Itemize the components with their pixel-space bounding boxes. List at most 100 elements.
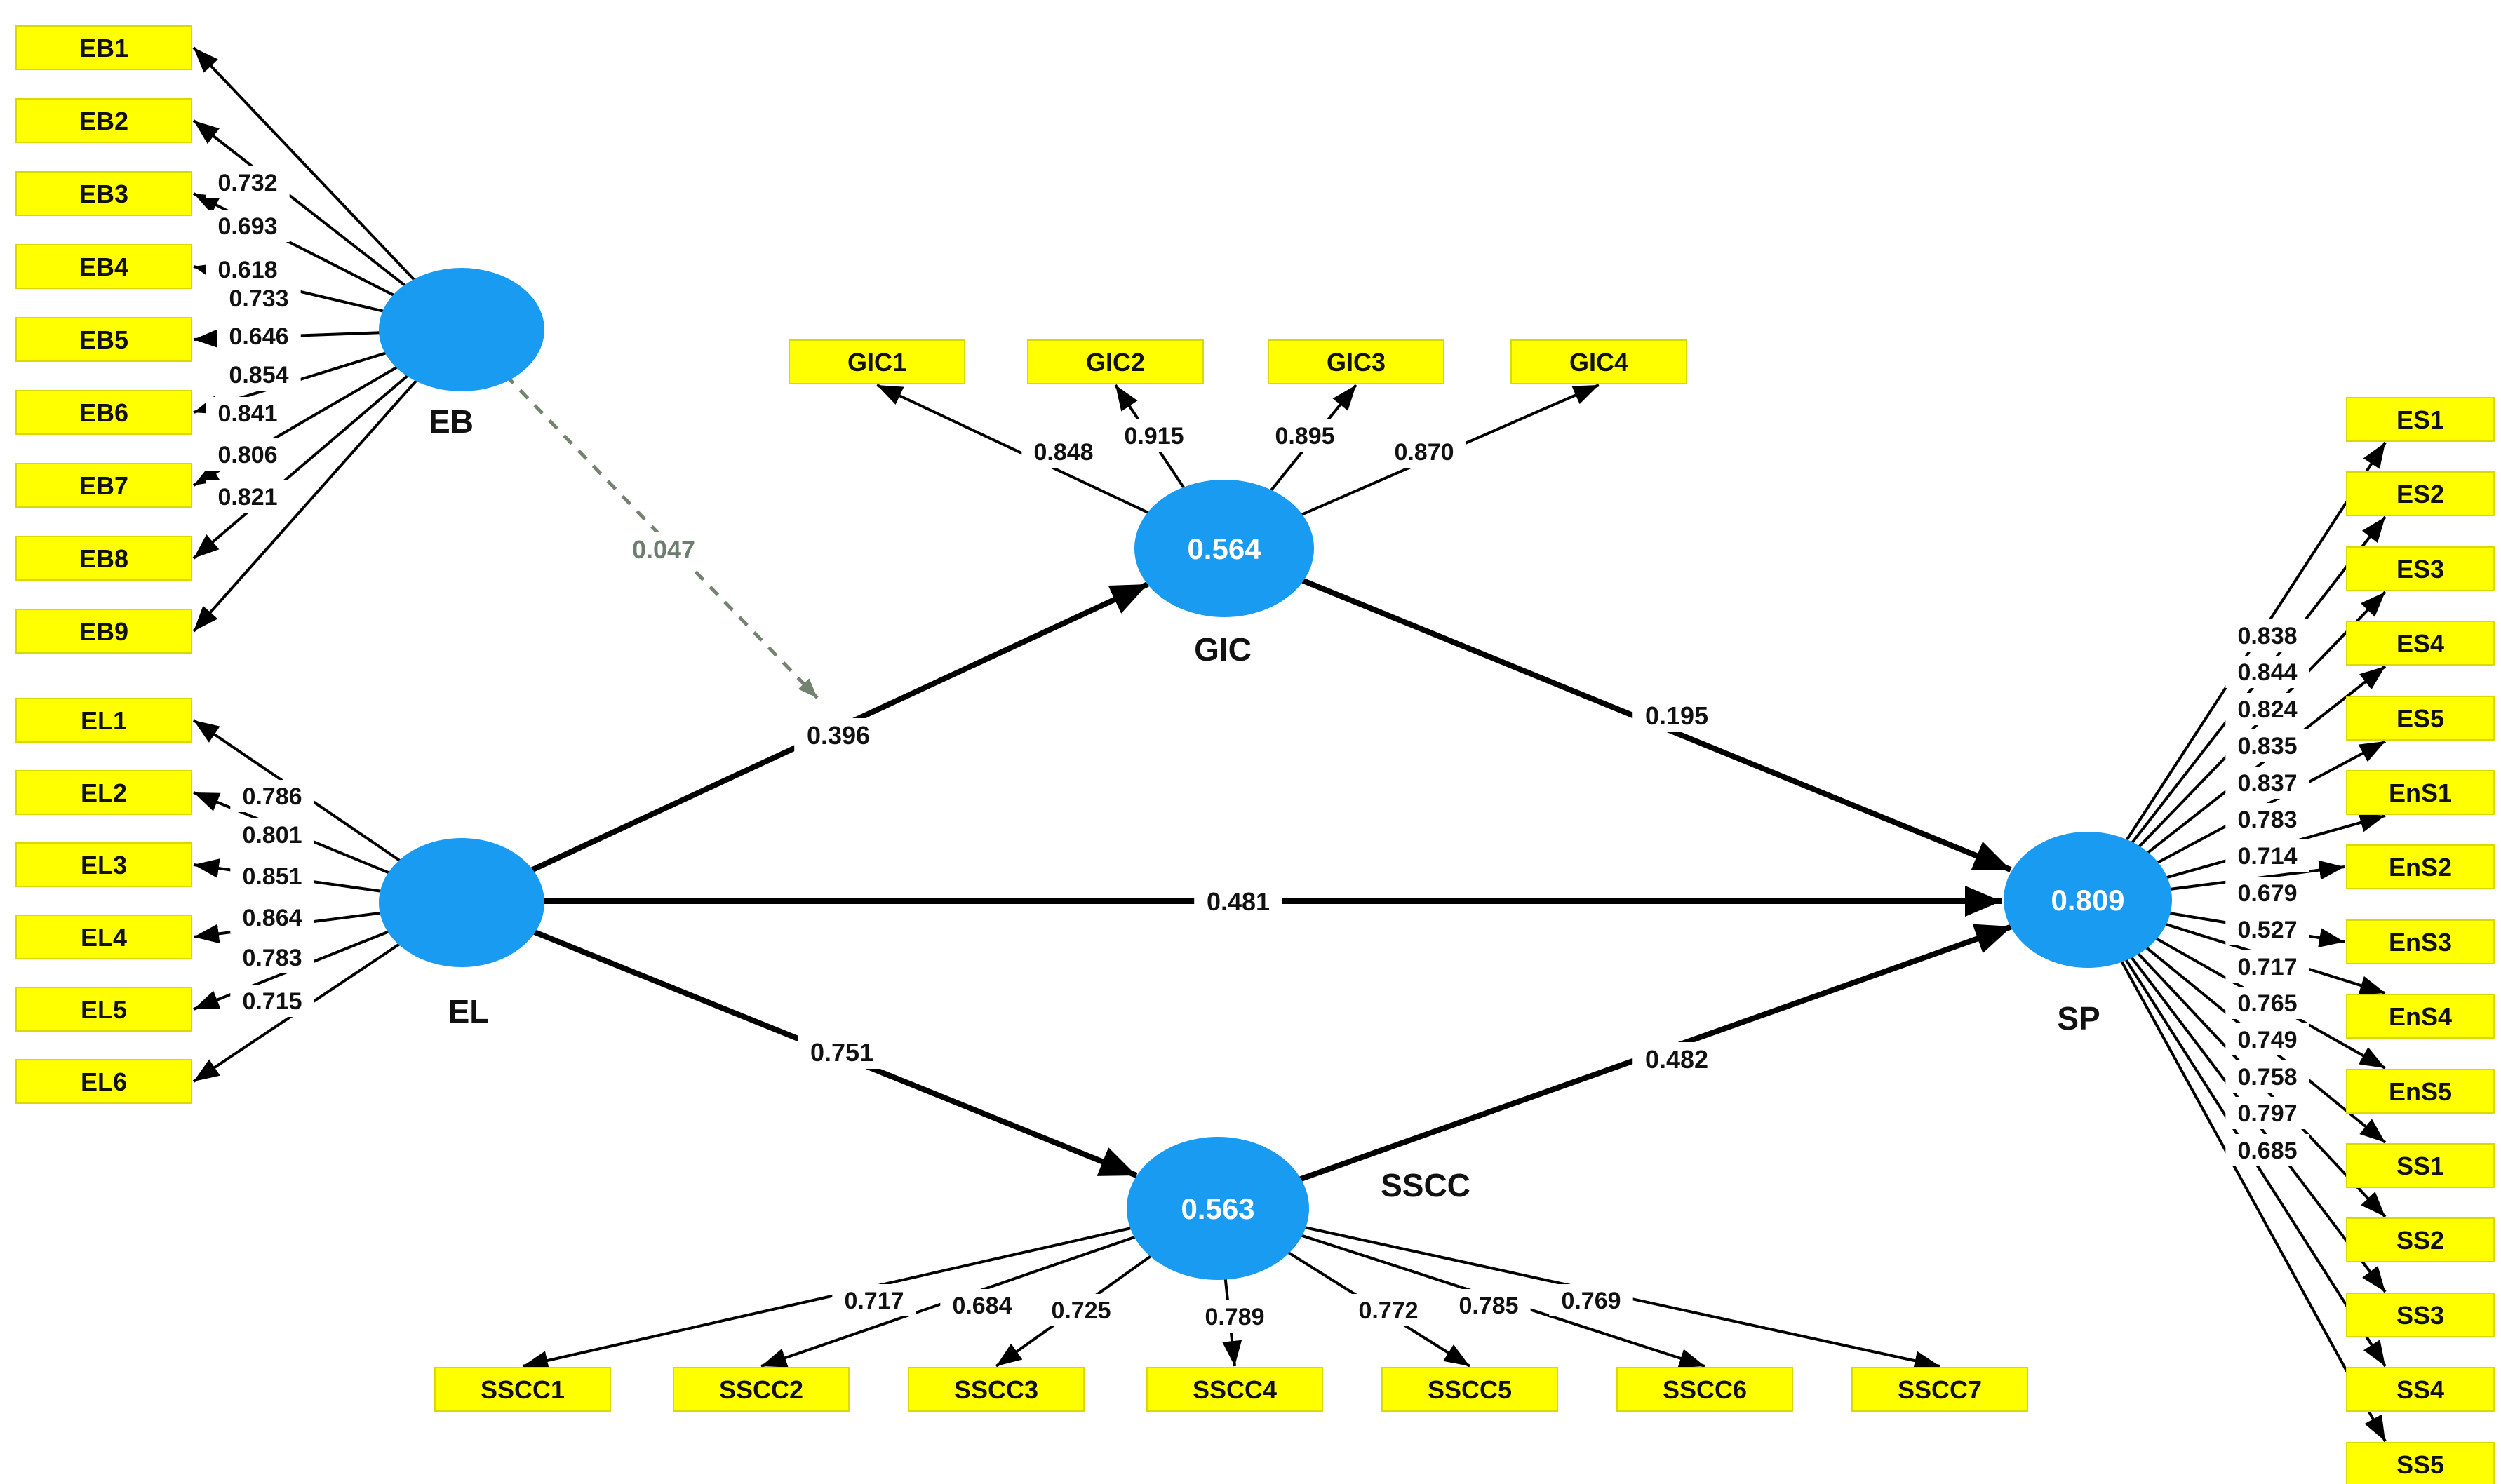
path-coefficient-EL-SSCC: 0.751 [798,1035,886,1069]
loading-value-ES4: 0.835 [2225,729,2309,762]
indicator-label-EB9: EB9 [79,617,128,646]
svg-text:0.837: 0.837 [2237,770,2297,797]
svg-text:0.864: 0.864 [242,905,302,931]
indicator-SS5[interactable] [2346,1442,2495,1484]
indicator-SSCC4[interactable] [1146,1367,1323,1412]
indicator-EB5[interactable] [15,317,192,362]
indicator-EB4[interactable] [15,244,192,289]
indicator-label-SS2: SS2 [2396,1226,2444,1255]
latent-SP[interactable] [2004,832,2172,968]
svg-text:0.841: 0.841 [217,400,277,427]
svg-text:0.783: 0.783 [2237,807,2297,833]
indicator-EB3[interactable] [15,171,192,216]
indicator-ES3[interactable] [2346,546,2495,591]
indicator-label-EL6: EL6 [81,1067,127,1096]
indicator-GIC3[interactable] [1268,339,1444,384]
svg-text:0.844: 0.844 [2237,659,2297,686]
indicator-ES2[interactable] [2346,471,2495,516]
indicator-label-SS5: SS5 [2396,1450,2444,1479]
loading-value-EB3: 0.618 [206,253,290,285]
loading-value-EnS4: 0.527 [2225,913,2309,945]
indicator-EB7[interactable] [15,463,192,508]
indicator-EL5[interactable] [15,987,192,1032]
indicator-label-EB4: EB4 [79,252,128,281]
indicator-label-ES5: ES5 [2396,704,2444,733]
indicator-EB2[interactable] [15,98,192,143]
loading-path-SS3[interactable] [2086,898,2387,1293]
path-GIC-SP[interactable] [1223,546,2012,872]
loading-value-SS4: 0.797 [2225,1097,2309,1129]
latent-GIC[interactable] [1134,480,1314,617]
loading-path-SS4[interactable] [2086,898,2387,1368]
loading-value-SSCC7: 0.769 [1549,1284,1633,1316]
indicator-EL1[interactable] [15,698,192,743]
svg-text:0.749: 0.749 [2237,1027,2297,1053]
indicator-EnS5[interactable] [2346,1069,2495,1114]
svg-text:0.717: 0.717 [2237,954,2297,980]
indicator-EB8[interactable] [15,536,192,581]
indicator-label-GIC4: GIC4 [1569,348,1628,377]
indicator-EnS4[interactable] [2346,994,2495,1039]
loading-path-SS5[interactable] [2086,899,2387,1442]
latent-label-SP: SP [2057,1000,2100,1037]
indicator-ES4[interactable] [2346,621,2495,666]
indicator-EL4[interactable] [15,915,192,959]
latent-label-EB: EB [429,403,474,440]
indicator-SSCC7[interactable] [1851,1367,2028,1412]
indicator-EnS2[interactable] [2346,844,2495,889]
indicator-SS2[interactable] [2346,1217,2495,1262]
indicator-SSCC1[interactable] [434,1367,611,1412]
loading-value-SS5: 0.685 [2225,1134,2309,1166]
indicator-SS4[interactable] [2346,1367,2495,1412]
indicator-EB1[interactable] [15,25,192,70]
loading-value-ES2: 0.844 [2225,656,2309,688]
indicator-ES1[interactable] [2346,397,2495,442]
indicator-ES5[interactable] [2346,696,2495,741]
indicator-label-SSCC1: SSCC1 [481,1375,565,1404]
path-SSCC-SP[interactable] [1216,924,2013,1211]
indicator-SSCC6[interactable] [1616,1367,1793,1412]
loading-value-EL3: 0.851 [230,860,314,892]
loading-value-EL1: 0.786 [230,780,314,812]
indicator-label-ES1: ES1 [2396,405,2444,434]
indicator-EnS1[interactable] [2346,770,2495,815]
indicator-GIC2[interactable] [1027,339,1204,384]
indicator-EB6[interactable] [15,390,192,435]
indicator-EL6[interactable] [15,1059,192,1104]
loading-value-GIC3: 0.895 [1263,419,1347,452]
indicator-label-ES2: ES2 [2396,480,2444,508]
path-EB-GIC[interactable] [460,328,819,699]
latent-EB[interactable] [379,268,544,391]
svg-text:0.851: 0.851 [242,863,302,890]
indicator-EB9[interactable] [15,609,192,654]
indicator-label-EnS3: EnS3 [2389,928,2452,957]
indicator-EL3[interactable] [15,842,192,887]
svg-text:0.789: 0.789 [1205,1304,1264,1330]
svg-text:0.824: 0.824 [2237,696,2297,723]
indicator-SSCC5[interactable] [1381,1367,1558,1412]
svg-text:0.806: 0.806 [217,442,277,468]
indicator-label-EL1: EL1 [81,706,127,735]
path-coefficient-EB-GIC: 0.047 [619,532,708,566]
indicator-GIC4[interactable] [1510,339,1687,384]
indicator-SS3[interactable] [2346,1293,2495,1337]
indicator-SSCC2[interactable] [673,1367,850,1412]
indicator-SS1[interactable] [2346,1143,2495,1188]
latent-SSCC[interactable] [1127,1137,1309,1280]
indicator-GIC1[interactable] [789,339,965,384]
indicator-label-EB8: EB8 [79,544,128,573]
loading-value-SSCC6: 0.785 [1447,1289,1531,1321]
svg-text:0.715: 0.715 [242,988,302,1015]
svg-text:0.848: 0.848 [1033,439,1093,466]
svg-text:0.679: 0.679 [2237,880,2297,907]
indicator-EnS3[interactable] [2346,919,2495,964]
indicator-EL2[interactable] [15,770,192,815]
latent-EL[interactable] [379,838,544,967]
svg-text:0.870: 0.870 [1394,439,1454,466]
svg-text:0.732: 0.732 [217,170,277,196]
indicator-label-EL5: EL5 [81,995,127,1024]
indicator-label-EL3: EL3 [81,851,127,879]
indicator-SSCC3[interactable] [908,1367,1085,1412]
loading-value-EL5: 0.783 [230,941,314,973]
loading-value-GIC2: 0.915 [1112,419,1196,452]
